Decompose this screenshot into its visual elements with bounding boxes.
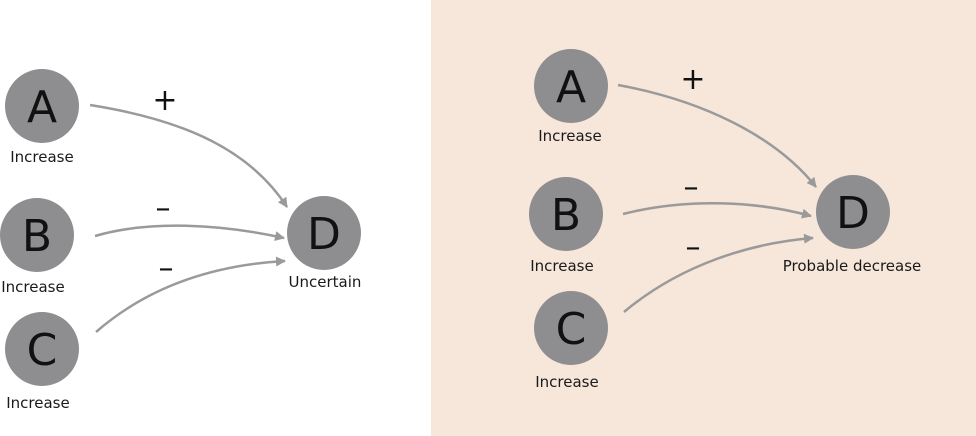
left-node-c-label: Increase <box>6 394 69 412</box>
right-node-d: D Probable decrease <box>783 175 922 275</box>
right-diagram: + – – A Increase B Increase C Increase D <box>529 49 921 391</box>
left-node-a: A Increase <box>5 69 79 166</box>
right-arrow-b-to-d <box>622 201 812 219</box>
right-node-a-label: Increase <box>538 127 601 145</box>
left-node-a-label: Increase <box>10 148 73 166</box>
left-arrow-a-to-d <box>89 103 289 208</box>
left-arrow-c-to-d <box>95 256 286 333</box>
left-sign-b-to-d: – <box>156 191 171 226</box>
right-node-b: B Increase <box>529 177 603 275</box>
right-node-a: A Increase <box>534 49 608 145</box>
left-sign-c-to-d: – <box>159 251 174 286</box>
left-sign-a-to-d: + <box>152 83 177 118</box>
right-sign-c-to-d: – <box>686 230 701 265</box>
right-arrow-c-to-d <box>623 233 814 313</box>
left-node-b-letter: B <box>22 211 52 262</box>
right-arrow-a-to-d <box>617 83 817 188</box>
right-node-c-label: Increase <box>535 373 598 391</box>
right-sign-a-to-d: + <box>680 62 705 97</box>
right-node-d-label: Probable decrease <box>783 257 922 275</box>
left-node-d-label: Uncertain <box>289 273 362 291</box>
left-node-d: D Uncertain <box>287 196 361 291</box>
left-node-a-letter: A <box>27 82 57 133</box>
left-node-b-label: Increase <box>1 278 64 296</box>
right-node-c: C Increase <box>534 291 608 391</box>
left-node-c-letter: C <box>27 325 58 376</box>
right-sign-b-to-d: – <box>684 170 699 205</box>
right-node-a-letter: A <box>556 62 586 113</box>
left-node-d-letter: D <box>307 209 341 260</box>
left-diagram: + – – A Increase B Increase C Increase D <box>0 69 361 412</box>
left-node-b: B Increase <box>0 198 74 296</box>
right-node-d-letter: D <box>836 188 870 239</box>
right-node-b-letter: B <box>551 190 581 241</box>
left-arrow-b-to-d <box>94 224 285 241</box>
right-node-b-label: Increase <box>530 257 593 275</box>
left-node-c: C Increase <box>5 312 79 412</box>
right-node-c-letter: C <box>556 304 587 355</box>
